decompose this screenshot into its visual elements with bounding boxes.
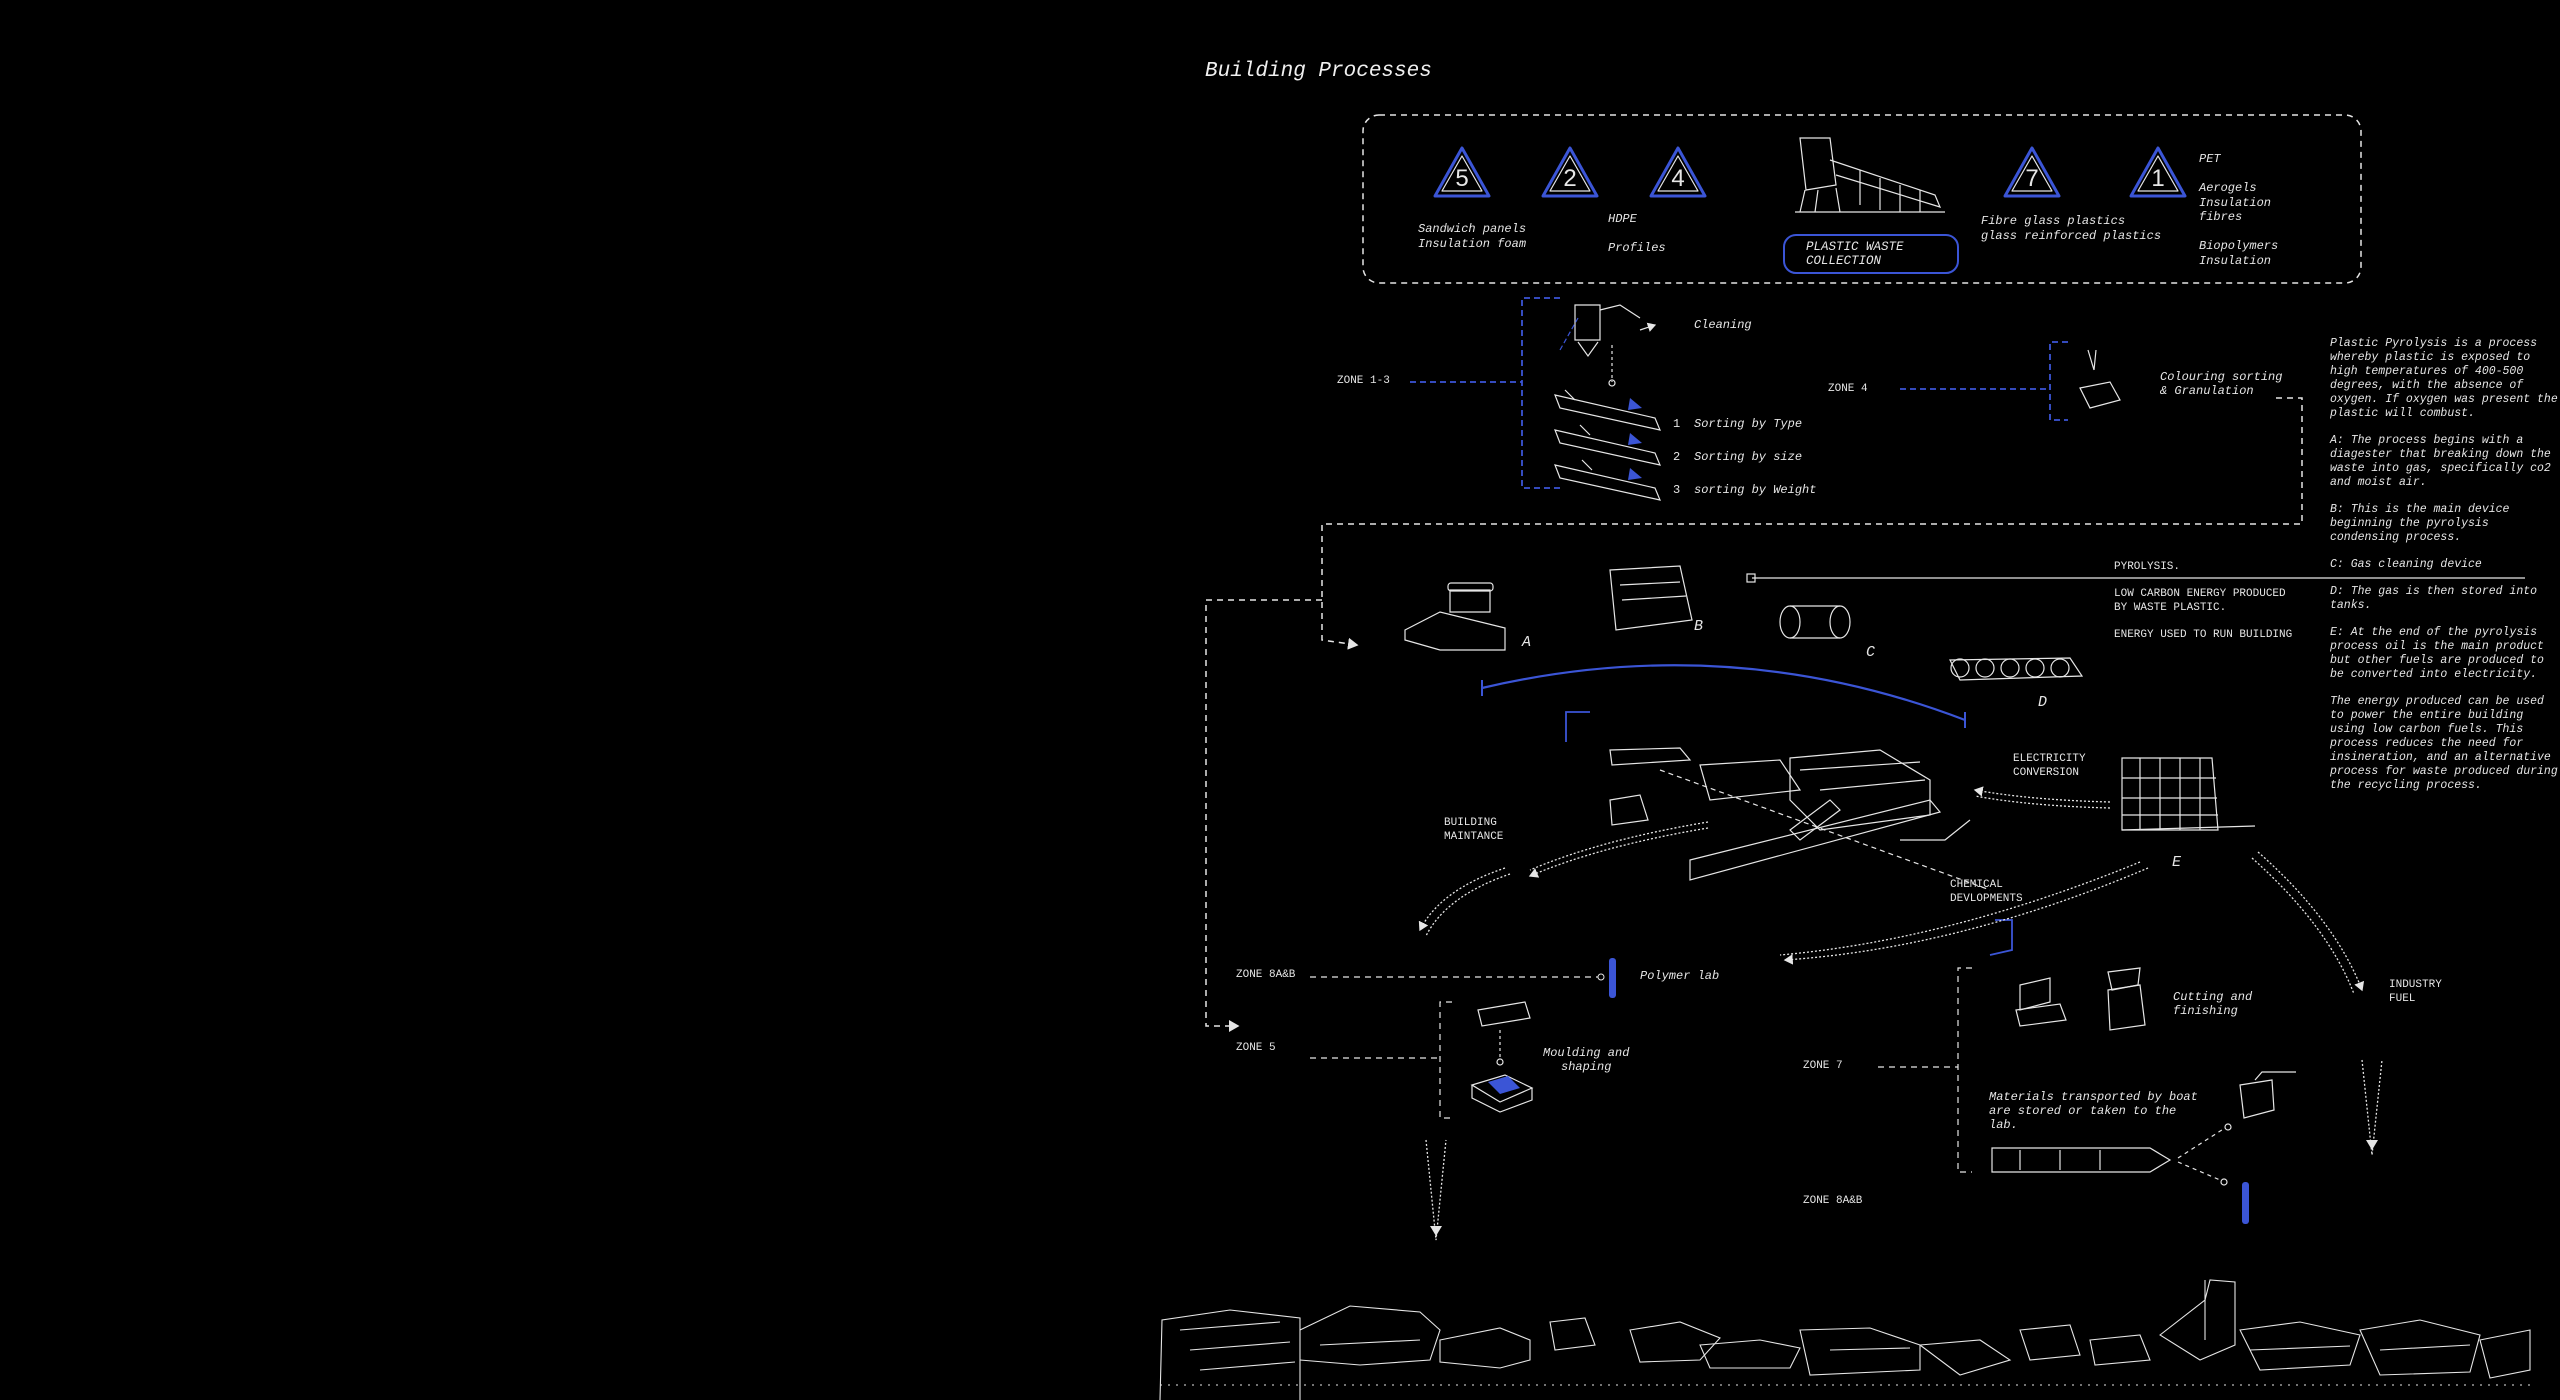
recycle-number-2: 2 [1563,165,1576,192]
side-notes: Plastic Pyrolysis is a process whereby p… [2330,337,2560,806]
chemical-developments-label: CHEMICAL DEVLOPMENTS [1950,879,2023,905]
side-note-4: C: Gas cleaning device [2330,558,2482,571]
collection-pill [1783,234,1959,274]
moulding-label: Moulding and shaping [1543,1046,1630,1074]
zone-8ab-label: ZONE 8A&B [1236,969,1296,981]
boat-transport-label: Materials transported by boat are stored… [1989,1090,2198,1132]
recycle-label-1: PET Aerogels Insulation fibres Biopolyme… [2199,152,2279,268]
recycle-symbol-4: 4 [1649,146,1707,198]
sorting-label-3: sorting by Weight [1694,483,1817,497]
energy-note-2: ENERGY USED TO RUN BUILDING [2114,629,2293,641]
cutting-label: Cutting and finishing [2173,990,2253,1018]
industry-fuel-label: INDUSTRY FUEL [2389,979,2442,1005]
recycle-label-2: HDPE Profiles [1608,212,1666,255]
machine-letter-e: E [2172,854,2182,871]
recycle-number-4: 4 [1671,165,1684,192]
pyrolysis-heading: PYROLYSIS. [2114,561,2181,573]
side-note-6: E: At the end of the pyrolysis process o… [2330,626,2544,681]
zone-5-label: ZONE 5 [1236,1042,1276,1054]
sorting-num-3: 3 [1673,483,1681,497]
recycle-symbol-5: 5 [1433,146,1491,198]
polymer-lab-label: Polymer lab [1640,969,1720,983]
machine-letter-c: C [1866,644,1876,661]
recycle-label-7: Fibre glass plastics glass reinforced pl… [1981,214,2162,243]
energy-note-1: LOW CARBON ENERGY PRODUCED BY WASTE PLAS… [2114,588,2286,614]
side-note-7: The energy produced can be used to power… [2330,695,2558,792]
side-note-2: A: The process begins with a diagester t… [2330,434,2551,489]
sorting-label-1: Sorting by Type [1694,417,1803,431]
recycle-symbol-7: 7 [2003,146,2061,198]
zone-4-label: ZONE 4 [1828,383,1868,395]
recycle-number-5: 5 [1455,165,1468,192]
recycle-symbol-1: 1 [2129,146,2187,198]
page-title: Building Processes [1205,60,1432,83]
machine-letter-d: D [2038,694,2048,711]
sorting-num-2: 2 [1673,450,1681,464]
recycle-symbol-2: 2 [1541,146,1599,198]
colouring-label: Colouring sorting & Granulation [2160,370,2283,398]
cleaning-label: Cleaning [1694,318,1752,332]
side-note-1: Plastic Pyrolysis is a process whereby p… [2330,337,2558,420]
zone-1-3-label: ZONE 1-3 [1337,375,1390,387]
machine-letter-a: A [1522,634,1532,651]
zone-7-label: ZONE 7 [1803,1060,1843,1072]
building-maintance-label: BUILDING MAINTANCE [1444,817,1504,843]
conveyor-machine-sketch [1795,137,1945,213]
sorting-label-2: Sorting by size [1694,450,1803,464]
zone-8ab-bottom-label: ZONE 8A&B [1803,1195,1863,1207]
sorting-num-1: 1 [1673,417,1681,431]
recycle-number-1: 1 [2151,165,2164,192]
side-note-5: D: The gas is then stored into tanks. [2330,585,2538,612]
machine-letter-b: B [1694,618,1704,635]
recycle-number-7: 7 [2025,165,2038,192]
electricity-conversion-label: ELECTRICITY CONVERSION [2013,753,2086,779]
recycle-label-5: Sandwich panels Insulation foam [1418,222,1527,251]
side-note-3: B: This is the main device beginning the… [2330,503,2510,544]
collection-box [1362,114,2362,284]
waste-collection-label: PLASTIC WASTE COLLECTION [1806,240,1904,268]
